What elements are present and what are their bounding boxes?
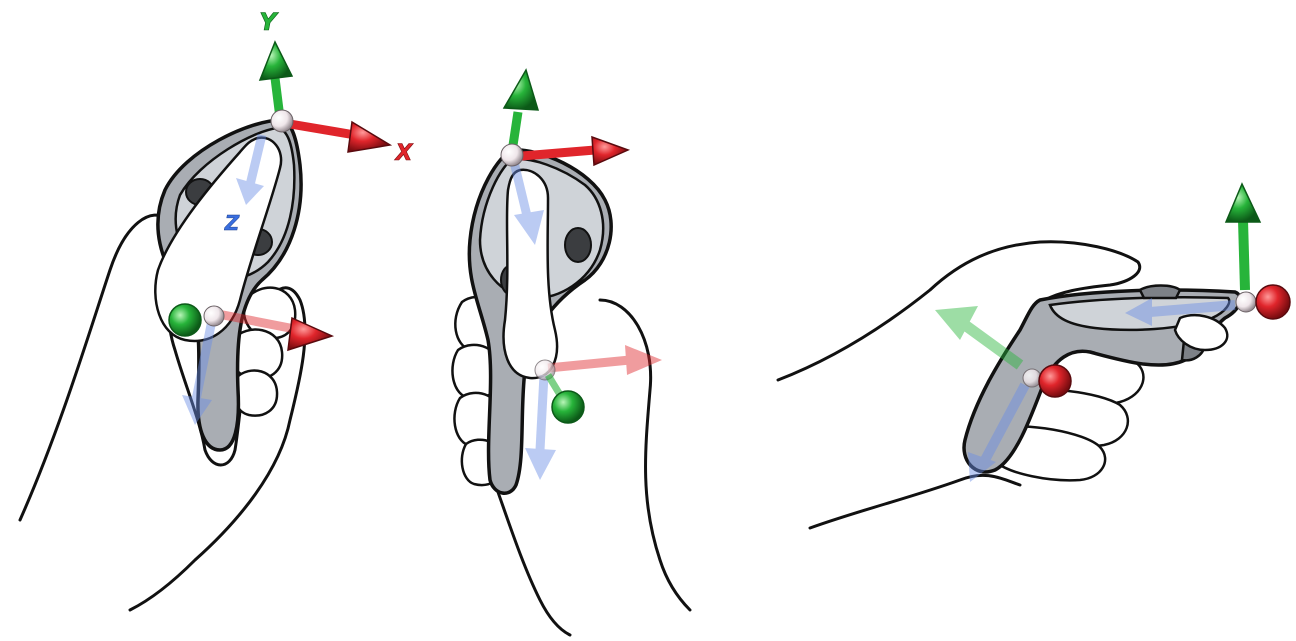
x-axis-ghost	[548, 360, 630, 368]
figure-2	[452, 70, 690, 635]
x-axis-shaft	[522, 150, 595, 156]
origin-sphere	[501, 144, 523, 166]
figure-3	[778, 184, 1290, 528]
z-axis-label: Z	[224, 211, 240, 235]
origin-sphere	[1236, 292, 1256, 312]
figure-1: Y X Z	[20, 8, 414, 610]
y-axis-label: Y	[259, 8, 279, 36]
thumb	[504, 170, 557, 378]
z-axis-ghost-head	[525, 448, 556, 480]
y-axis-arrowhead	[1226, 184, 1260, 222]
z-axis-ghost	[540, 375, 544, 450]
y-axis-arrowhead	[260, 42, 292, 80]
origin-sphere	[1023, 369, 1041, 387]
controller-button	[565, 228, 591, 262]
y-axis-sphere	[169, 304, 201, 336]
controller-trigger	[1140, 286, 1180, 299]
x-axis-label: X	[394, 141, 414, 166]
y-axis-arrowhead	[504, 70, 538, 110]
x-axis-sphere	[1256, 285, 1290, 319]
x-axis-arrowhead	[592, 137, 628, 165]
x-axis-arrowhead	[288, 318, 332, 350]
origin-sphere	[204, 306, 224, 326]
y-axis-sphere	[552, 391, 584, 423]
origin-sphere	[271, 110, 293, 132]
y-axis-shaft	[1243, 220, 1245, 290]
x-axis-arrowhead	[348, 122, 390, 152]
x-axis-sphere	[1039, 365, 1071, 397]
finger	[234, 370, 277, 415]
x-axis-shaft	[290, 124, 355, 135]
z-axis-ghost	[1150, 305, 1235, 312]
